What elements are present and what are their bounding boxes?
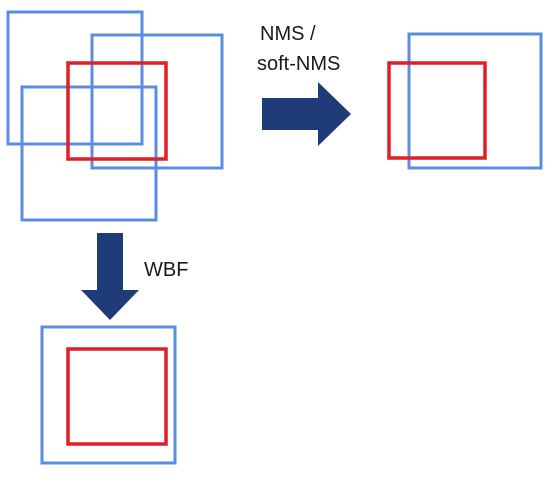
nms-result-group [387,32,543,170]
nms-red-box [387,61,487,160]
nms-label-line2: soft-NMS [257,53,340,75]
central-red-box [66,61,168,161]
wbf-red-box [66,347,168,446]
wbf-result-group [40,325,177,465]
predicted-box-1 [6,10,144,146]
predicted-box-3 [20,85,158,222]
wbf-blue-box [40,325,177,465]
input-box-group [6,10,224,222]
wbf-label: WBF [144,259,188,281]
right-arrow-icon [262,82,351,146]
down-arrow-icon [81,233,139,320]
nms-blue-box [407,32,543,170]
nms-label-line1: NMS / [260,23,316,45]
